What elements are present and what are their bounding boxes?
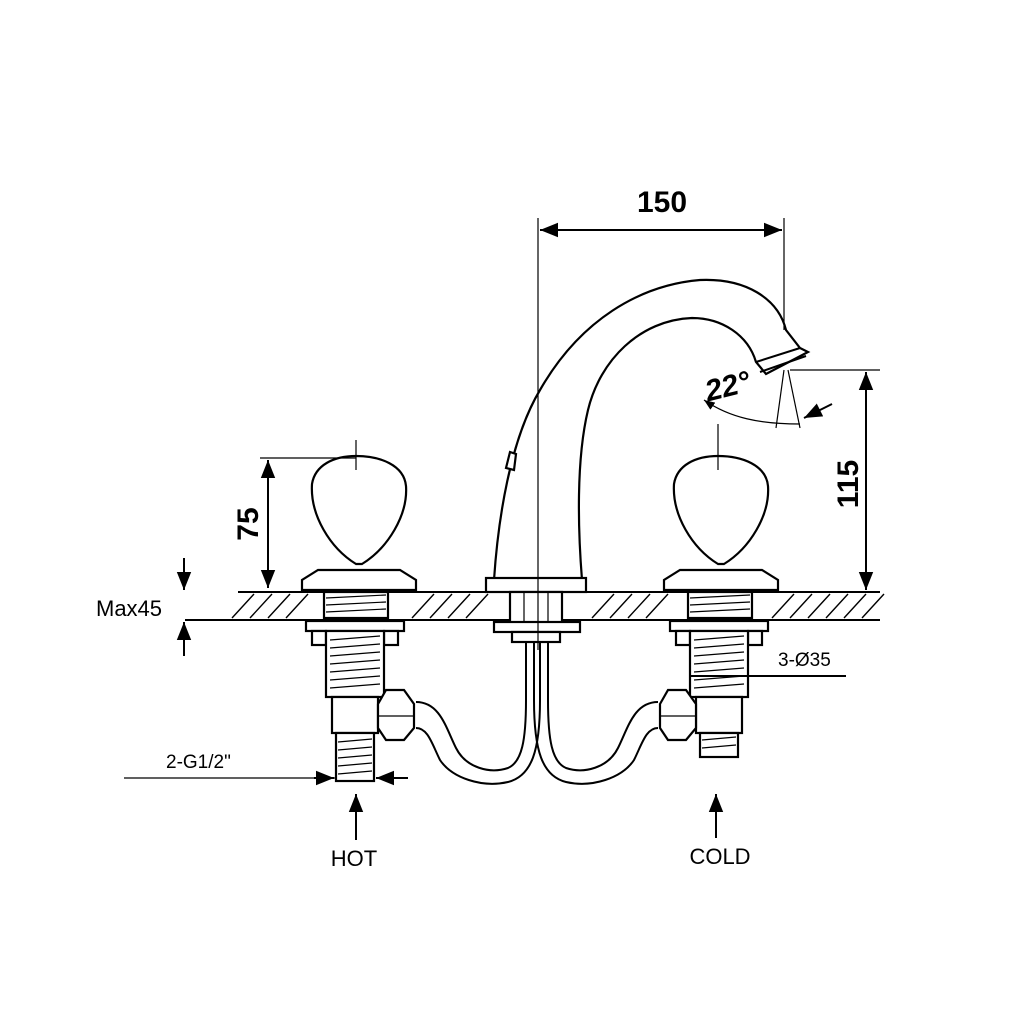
deck-hatch-line xyxy=(231,593,255,619)
dimension-label-115: 115 xyxy=(832,460,865,508)
deck-hatch-line xyxy=(285,593,309,619)
dimension-label-3-dia35: 3-Ø35 xyxy=(778,650,831,671)
center-lines xyxy=(355,218,785,650)
deck-hatch-line xyxy=(627,593,651,619)
dimension-spout-height: 115 xyxy=(790,369,880,590)
dimension-label-2-g1-2: 2-G1/2" xyxy=(166,752,231,773)
dimension-handle-height: 75 xyxy=(232,457,356,588)
hot-inlet: HOT xyxy=(331,794,377,871)
deck-hatch-line xyxy=(591,593,615,619)
dimension-label-75: 75 xyxy=(232,507,265,540)
cold-valve xyxy=(662,454,780,759)
spout xyxy=(484,278,811,644)
deck-hatch-line xyxy=(843,593,867,619)
dimension-spout-reach: 150 xyxy=(540,186,782,238)
deck-hatch-line xyxy=(447,593,471,619)
deck-hatch-line xyxy=(789,593,813,619)
dimension-label-150: 150 xyxy=(637,186,687,219)
deck-hatch-line xyxy=(771,593,795,619)
deck-hatch-line xyxy=(645,593,669,619)
deck-hatch-line xyxy=(807,593,831,619)
deck-hatch-line xyxy=(429,593,453,619)
deck-hatch-line xyxy=(609,593,633,619)
dimension-inlet-thread: 2-G1/2" xyxy=(124,752,408,786)
deck-hatch-line xyxy=(249,593,273,619)
dimension-label-max45: Max45 xyxy=(96,596,162,621)
hot-valve xyxy=(300,454,418,783)
deck-hatch-line xyxy=(465,593,489,619)
cold-label: COLD xyxy=(689,844,750,869)
cold-inlet: COLD xyxy=(689,794,751,869)
deck-hatch-line xyxy=(411,593,435,619)
deck-hatch-line xyxy=(861,593,885,619)
connecting-hoses xyxy=(376,642,698,785)
deck-hatch-line xyxy=(267,593,291,619)
dimension-hole-diameter: 3-Ø35 xyxy=(690,650,846,677)
dimension-label-22deg: 22° xyxy=(701,365,755,408)
dimension-max-deck-thickness: Max45 xyxy=(96,558,192,656)
hot-label: HOT xyxy=(331,846,377,871)
deck-hatch-line xyxy=(825,593,849,619)
